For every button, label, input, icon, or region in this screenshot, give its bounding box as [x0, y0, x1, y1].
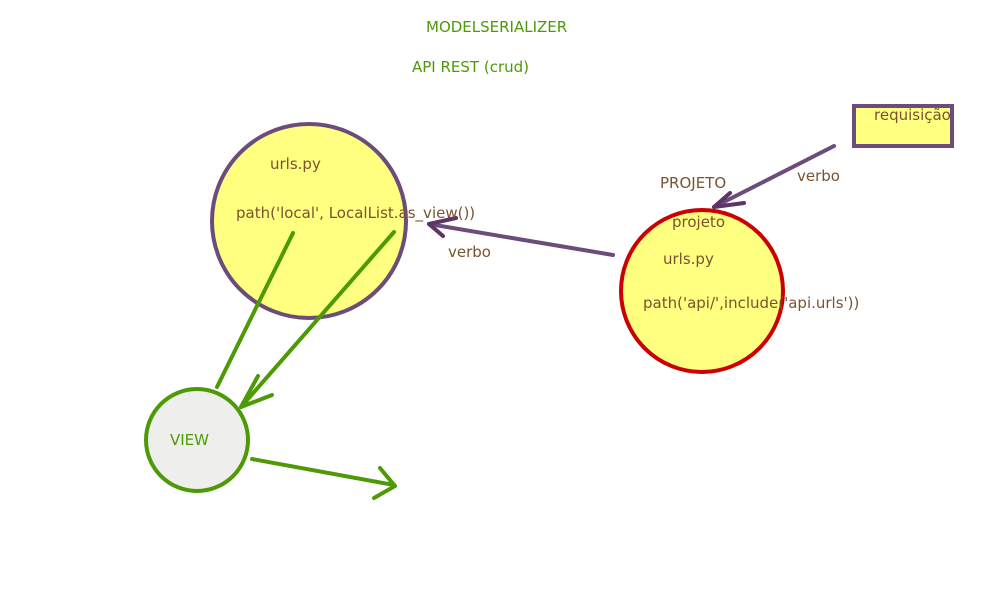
diagram-title: MODELSERIALIZER — [426, 18, 568, 36]
project-urls-code: path('api/',include('api.urls')) — [643, 294, 860, 312]
view-label: VIEW — [170, 431, 209, 449]
app-urls-code: path('local', LocalList.as_view()) — [236, 204, 476, 222]
app-urls-file: urls.py — [270, 155, 321, 173]
project-urls-file: urls.py — [663, 250, 714, 268]
request-arrow-head — [712, 191, 746, 209]
request-label: requisição — [874, 106, 951, 124]
app-to-view-arrow-head — [239, 374, 274, 409]
app-to-view-line-left — [215, 231, 295, 389]
view-output-arrow-shaft — [250, 457, 396, 487]
view-circle — [144, 387, 250, 493]
view-output-arrow-head — [372, 466, 397, 500]
project-to-app-arrow-shaft — [427, 222, 615, 257]
app-to-view-arrow-shaft — [239, 230, 396, 409]
diagram-subtitle: API REST (crud) — [412, 58, 529, 76]
project-circle — [619, 208, 785, 374]
project-heading: PROJETO — [660, 174, 727, 192]
app-urls-circle — [210, 122, 408, 320]
project-to-app-arrow-head — [427, 216, 458, 238]
project-name: projeto — [672, 213, 725, 231]
request-verb-label: verbo — [797, 167, 840, 185]
app-verb-label: verbo — [448, 243, 491, 261]
request-arrow-shaft — [712, 144, 836, 209]
request-box — [852, 104, 954, 148]
